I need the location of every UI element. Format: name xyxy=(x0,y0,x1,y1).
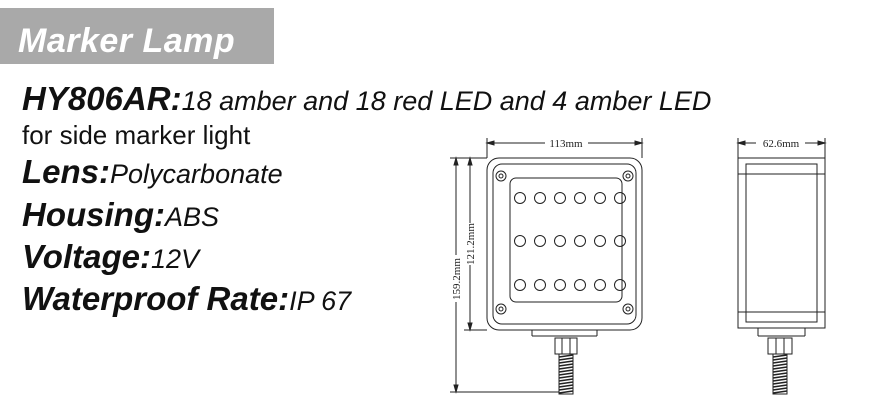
spec-lens-value: Polycarbonate xyxy=(110,159,283,189)
thread-line xyxy=(558,372,574,376)
side-nut xyxy=(767,337,793,355)
side-body-outer xyxy=(737,157,826,329)
front-body-outer xyxy=(486,157,643,331)
spec-voltage: Voltage:12V xyxy=(22,238,199,276)
front-lens xyxy=(509,177,623,303)
led-icon xyxy=(594,235,606,247)
spec-housing-label: Housing: xyxy=(22,196,165,233)
led-icon xyxy=(534,279,546,291)
spec-waterproof-label: Waterproof Rate: xyxy=(22,280,290,317)
spec-voltage-value: 12V xyxy=(150,244,200,274)
spec-lens: Lens:Polycarbonate xyxy=(22,153,283,191)
screw-icon xyxy=(622,170,634,182)
thread-line xyxy=(558,378,574,382)
thread-line xyxy=(558,390,574,394)
front-threaded-stem xyxy=(558,353,574,395)
led-grid xyxy=(514,192,626,291)
front-inner-height-label: 121.2mm xyxy=(465,223,477,265)
front-outer-height-label: 159.2mm xyxy=(451,258,463,300)
led-icon xyxy=(554,192,566,204)
thread-line xyxy=(558,357,574,361)
led-icon xyxy=(614,192,626,204)
thread-line xyxy=(772,354,788,358)
screw-icon xyxy=(495,170,507,182)
thread-line xyxy=(558,360,574,364)
thread-line xyxy=(558,375,574,379)
spec-waterproof: Waterproof Rate:IP 67 xyxy=(22,280,351,318)
thread-line xyxy=(772,372,788,376)
arrow-icon xyxy=(485,140,495,146)
screw-icon xyxy=(625,173,631,179)
thread-line xyxy=(772,366,788,370)
led-icon xyxy=(594,279,606,291)
spec-model: HY806AR:18 amber and 18 red LED and 4 am… xyxy=(22,80,711,118)
side-width-label: 62.6mm xyxy=(763,138,800,150)
thread-line xyxy=(772,387,788,391)
led-icon xyxy=(574,279,586,291)
spec-housing: Housing:ABS xyxy=(22,196,219,234)
front-nut xyxy=(554,337,578,355)
arrow-icon xyxy=(817,140,827,146)
spec-waterproof-value: IP 67 xyxy=(289,286,352,316)
thread-line xyxy=(772,381,788,385)
led-icon xyxy=(534,192,546,204)
led-icon xyxy=(534,235,546,247)
led-icon xyxy=(594,192,606,204)
spec-model-value: 18 amber and 18 red LED and 4 amber LED xyxy=(181,86,712,116)
screw-icon xyxy=(498,173,504,179)
screw-icon xyxy=(622,303,634,315)
spec-model-label: HY806AR: xyxy=(22,80,182,117)
thread-line xyxy=(558,384,574,388)
front-width-label: 113mm xyxy=(549,138,583,150)
title-banner: Marker Lamp xyxy=(0,8,274,64)
front-body-inner xyxy=(492,163,637,325)
thread-line xyxy=(772,375,788,379)
led-icon xyxy=(514,279,526,291)
led-icon xyxy=(574,235,586,247)
thread-line xyxy=(772,384,788,388)
spec-voltage-label: Voltage: xyxy=(22,238,151,275)
thread-line xyxy=(772,357,788,361)
led-icon xyxy=(514,235,526,247)
side-body-inner xyxy=(745,163,818,323)
thread-line xyxy=(558,366,574,370)
arrow-icon xyxy=(634,140,644,146)
thread-line xyxy=(772,369,788,373)
led-icon xyxy=(554,279,566,291)
thread-line xyxy=(772,378,788,382)
screw-icon xyxy=(495,303,507,315)
led-icon xyxy=(574,192,586,204)
spec-lens-label: Lens: xyxy=(22,153,111,190)
led-icon xyxy=(614,279,626,291)
thread-line xyxy=(558,369,574,373)
thread-line xyxy=(772,390,788,394)
thread-line xyxy=(772,363,788,367)
arrow-icon xyxy=(467,322,473,332)
arrow-icon xyxy=(453,156,459,166)
arrow-icon xyxy=(467,156,473,166)
arrow-icon xyxy=(453,384,459,394)
led-icon xyxy=(514,192,526,204)
led-icon xyxy=(554,235,566,247)
screw-icon xyxy=(498,306,504,312)
spec-model-continuation: for side marker light xyxy=(22,120,251,150)
thread-line xyxy=(558,381,574,385)
thread-line xyxy=(558,363,574,367)
thread-line xyxy=(558,354,574,358)
spec-housing-value: ABS xyxy=(164,202,220,232)
arrow-icon xyxy=(736,140,746,146)
screw-icon xyxy=(625,306,631,312)
side-threaded-stem xyxy=(772,353,788,395)
thread-line xyxy=(558,387,574,391)
led-icon xyxy=(614,235,626,247)
thread-line xyxy=(772,360,788,364)
banner-title: Marker Lamp xyxy=(18,22,236,60)
